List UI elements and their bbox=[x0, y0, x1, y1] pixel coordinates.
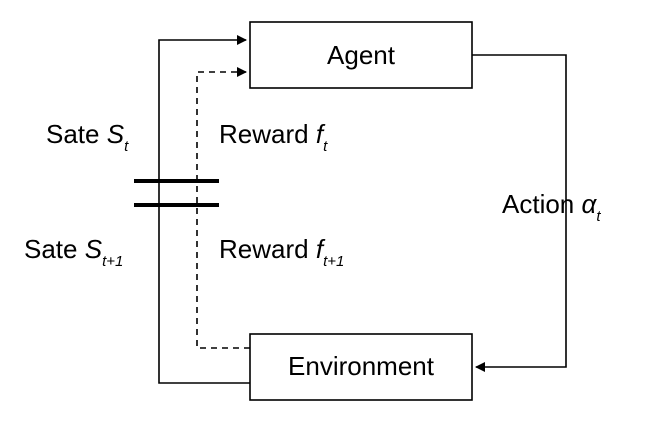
reward-t-subscript: t bbox=[323, 138, 328, 155]
environment-box bbox=[249, 333, 473, 401]
state-t-text: Sate bbox=[46, 119, 107, 149]
reward-t1-text: Reward bbox=[219, 234, 316, 264]
environment-label: Environment bbox=[288, 351, 435, 381]
state-t1-text: Sate bbox=[24, 234, 85, 264]
reward-t-label: Reward ft bbox=[219, 119, 328, 155]
action-t-text: Action bbox=[502, 189, 582, 219]
reward-t1-label: Reward ft+1 bbox=[219, 234, 344, 270]
action-t-label: Action αt bbox=[502, 189, 601, 225]
state-t1-subscript: t+1 bbox=[102, 253, 123, 270]
reward-t-text: Reward bbox=[219, 119, 316, 149]
reward-t1-subscript: t+1 bbox=[323, 253, 344, 270]
action-arrow bbox=[472, 54, 567, 372]
state-t1-symbol: S bbox=[85, 234, 103, 264]
action-t-subscript: t bbox=[596, 208, 601, 225]
state-arrow bbox=[158, 35, 250, 384]
state-t-subscript: t bbox=[124, 138, 129, 155]
reward-arrow bbox=[196, 67, 250, 349]
agent-box bbox=[249, 21, 473, 89]
state-t-symbol: S bbox=[107, 119, 125, 149]
agent-label: Agent bbox=[327, 40, 396, 70]
reward-t1-symbol: f bbox=[316, 234, 326, 264]
reward-t-symbol: f bbox=[316, 119, 326, 149]
action-t-symbol: α bbox=[582, 189, 598, 219]
state-t1-label: Sate St+1 bbox=[24, 234, 123, 270]
state-t-label: Sate St bbox=[46, 119, 129, 155]
